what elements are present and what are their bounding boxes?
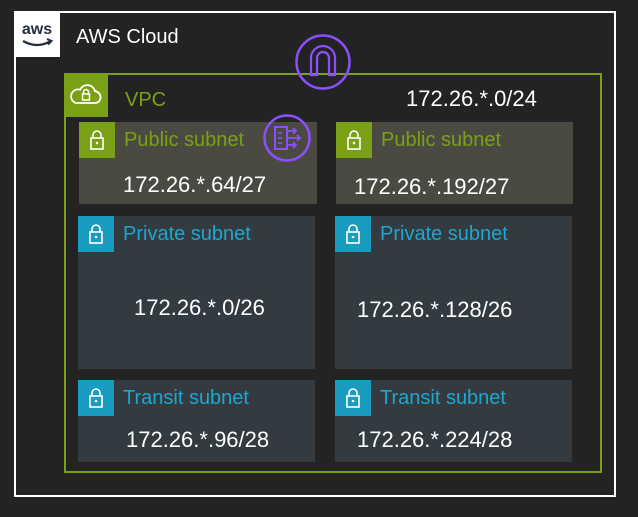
private-subnet-1: Private subnet 172.26.*.0/26 (78, 216, 315, 369)
subnet-label: Public subnet (124, 129, 245, 151)
internet-gateway-icon (294, 33, 352, 91)
subnet-label: Public subnet (381, 129, 502, 151)
subnet-cidr: 172.26.*.224/28 (357, 427, 513, 452)
aws-cloud-group (14, 11, 616, 497)
lock-icon (78, 216, 114, 252)
subnet-label: Private subnet (380, 223, 508, 245)
subnet-cidr: 172.26.*.192/27 (354, 174, 510, 199)
private-subnet-2: Private subnet 172.26.*.128/26 (335, 216, 572, 369)
lock-icon (336, 122, 372, 158)
transit-subnet-2: Transit subnet 172.26.*.224/28 (335, 380, 572, 462)
subnet-cidr: 172.26.*.128/26 (357, 297, 513, 322)
lock-icon (335, 216, 371, 252)
subnet-cidr: 172.26.*.64/27 (123, 172, 267, 197)
public-subnet-1: Public subnet 172.26.*.64/27 (79, 122, 317, 204)
subnet-cidr: 172.26.*.96/28 (126, 427, 270, 452)
subnet-label: Transit subnet (123, 387, 249, 409)
lock-icon (78, 380, 114, 416)
cloud-title: AWS Cloud (76, 26, 179, 48)
lock-icon (335, 380, 371, 416)
vpc-cloud-icon (64, 73, 108, 117)
nat-gateway-icon (262, 113, 312, 163)
lock-icon (79, 122, 115, 158)
subnet-label: Private subnet (123, 223, 251, 245)
subnet-label: Transit subnet (380, 387, 506, 409)
transit-subnet-1: Transit subnet 172.26.*.96/28 (78, 380, 315, 462)
public-subnet-2: Public subnet 172.26.*.192/27 (336, 122, 573, 204)
aws-logo: aws (14, 11, 60, 57)
svg-text:aws: aws (22, 21, 52, 38)
vpc-cidr: 172.26.*.0/24 (406, 86, 537, 111)
subnet-cidr: 172.26.*.0/26 (134, 295, 265, 320)
vpc-title: VPC (125, 89, 167, 111)
